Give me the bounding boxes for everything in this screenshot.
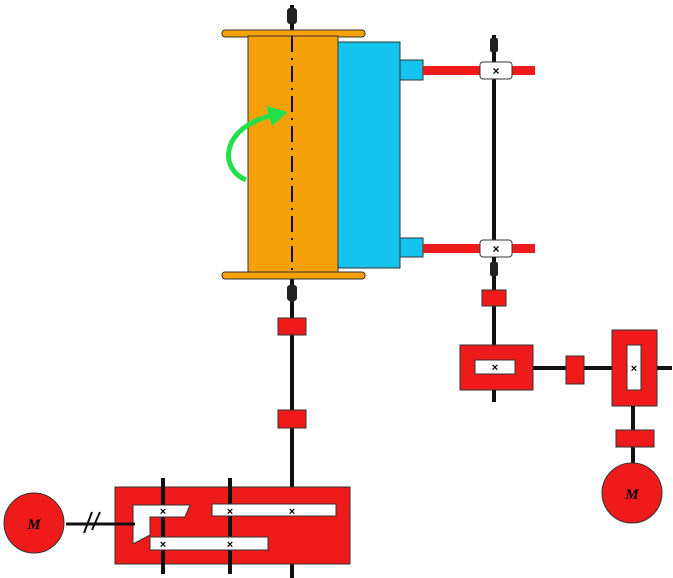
gear-mark: ×	[160, 506, 166, 518]
main-gearbox: × × × × ×	[114, 478, 351, 574]
gear-mark: ×	[631, 363, 637, 375]
motor-label: M	[624, 487, 639, 503]
screw-rods: × ×	[423, 35, 535, 360]
housing	[337, 41, 424, 269]
gear-mark: ×	[289, 506, 295, 518]
gear-mark: ×	[227, 539, 233, 551]
gear-mark: ×	[227, 506, 233, 518]
drum	[221, 29, 366, 280]
gear-mark: ×	[160, 539, 166, 551]
rotation-arrow-icon	[226, 106, 288, 183]
couplings-main	[277, 317, 307, 429]
motor-left: M	[3, 492, 135, 554]
secondary-drive: × ×	[459, 329, 672, 465]
gear-mark: ×	[492, 362, 498, 374]
motor-label: M	[26, 517, 41, 533]
gear-mark: ×	[492, 242, 499, 256]
gear-mark: ×	[492, 64, 499, 78]
motor-right: M	[601, 462, 663, 524]
